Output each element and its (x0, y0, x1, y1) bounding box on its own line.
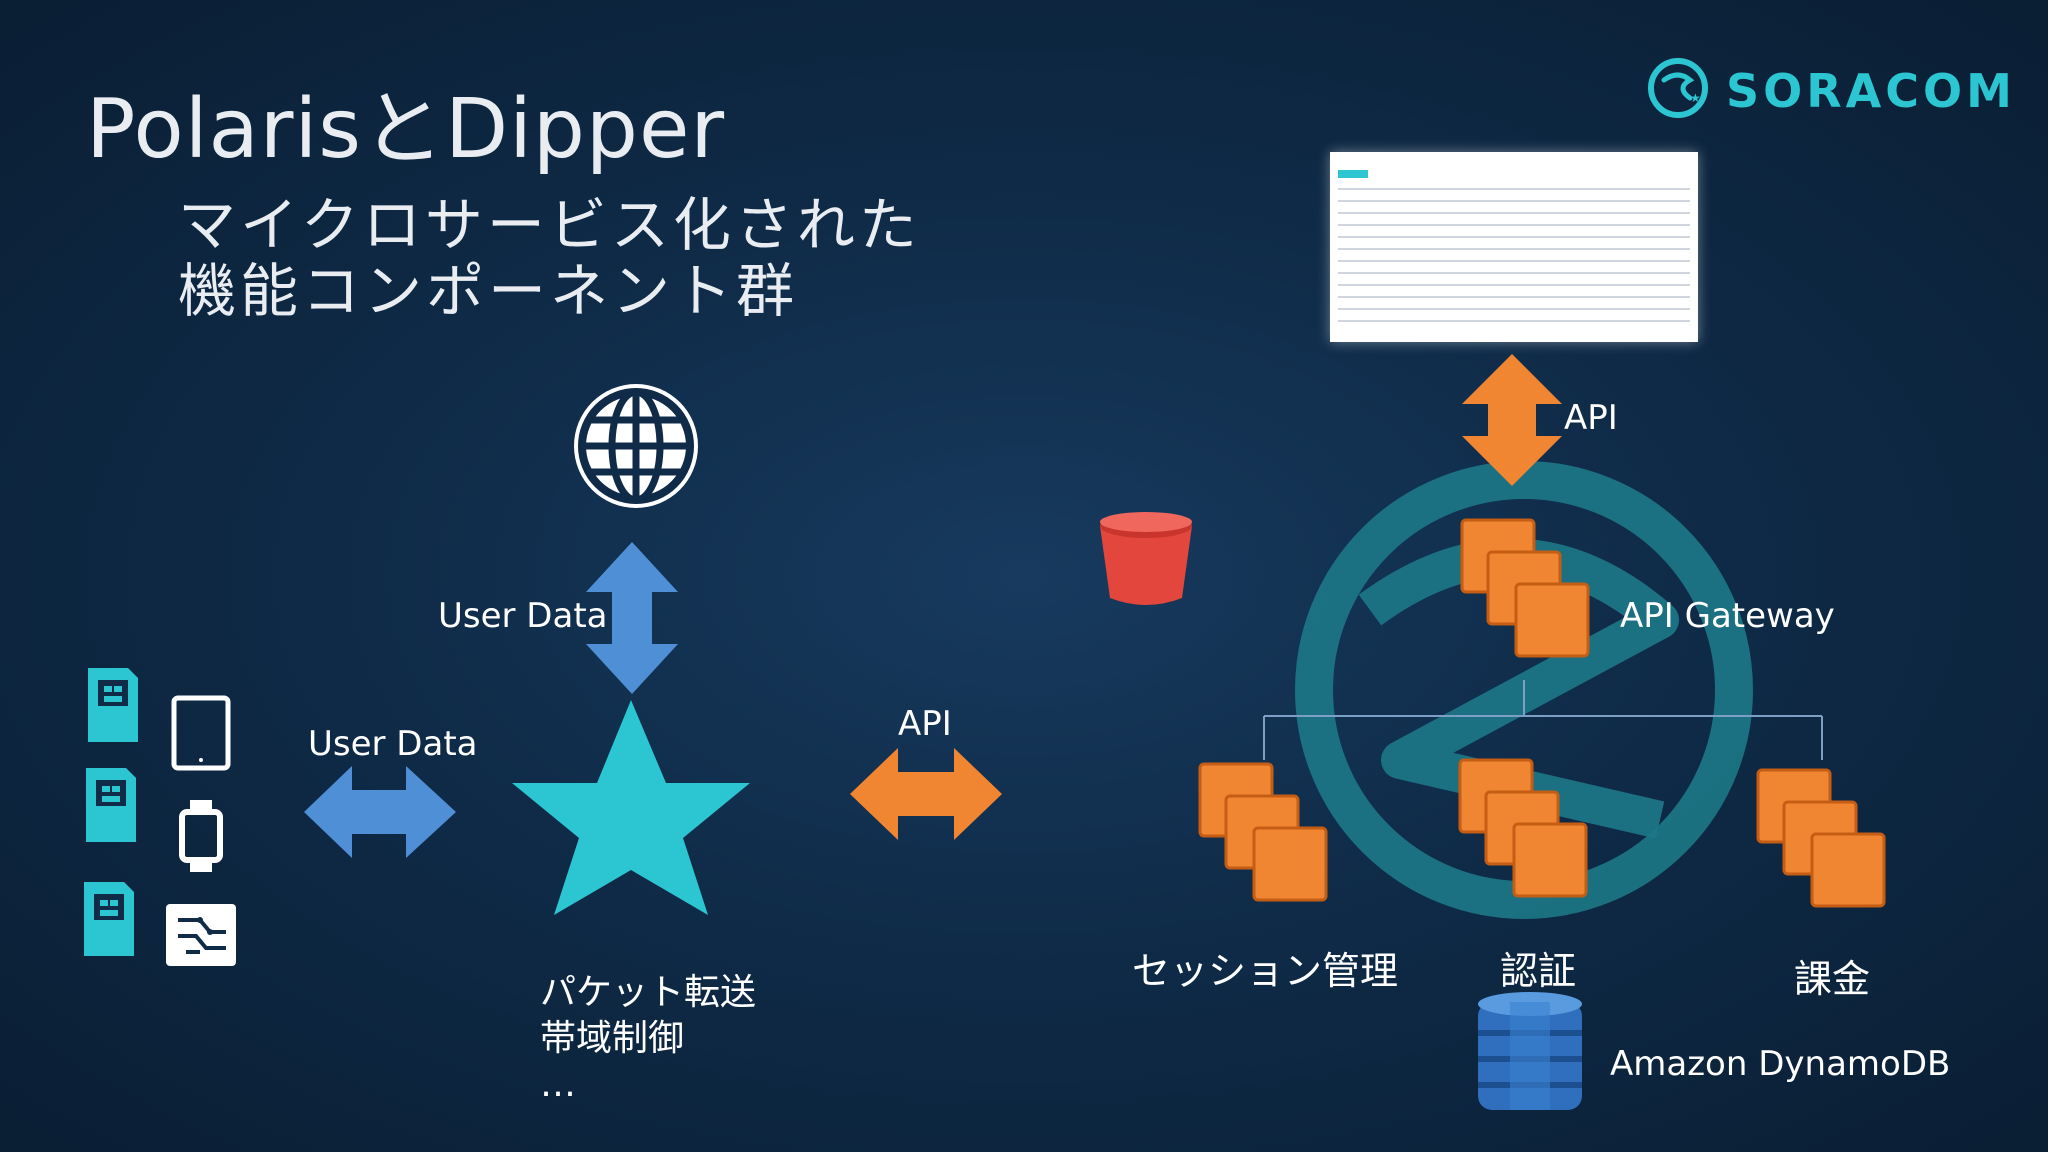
svg-text:★: ★ (1690, 91, 1701, 105)
smartwatch-icon (179, 800, 223, 872)
circuit-board-icon (166, 904, 236, 966)
logo-text: SORACOM (1726, 64, 2016, 118)
orange-horizontal-arrow (850, 748, 1002, 840)
dynamodb-icon (1478, 992, 1582, 1110)
billing-label: 課金 (1794, 957, 1871, 1001)
console-screenshot (1330, 152, 1698, 342)
api-gateway-label: API Gateway (1620, 596, 1835, 636)
star-icon (512, 700, 750, 915)
ec2-instances-session-icon (1198, 762, 1328, 902)
ec2-instances-gateway-icon (1460, 518, 1590, 658)
soracom-logo-icon: ★ (1648, 58, 1708, 118)
blue-horizontal-arrow (304, 766, 456, 858)
session-label: セッション管理 (1132, 949, 1399, 993)
tablet-icon (171, 695, 231, 771)
blue-vertical-arrow (586, 542, 678, 694)
packet-note: パケット転送 帯域制御 … (540, 970, 756, 1108)
packet-note-line-2: 帯域制御 (540, 1018, 685, 1059)
subtitle-line-1: マイクロサービス化された (178, 191, 921, 259)
slide-subtitle: マイクロサービス化された 機能コンポーネント群 (178, 192, 921, 324)
connector-lines (1263, 680, 1823, 760)
sim-card-icon-3 (84, 882, 134, 956)
subtitle-line-2: 機能コンポーネント群 (178, 257, 799, 325)
dynamodb-label: Amazon DynamoDB (1610, 1044, 1951, 1084)
user-data-top-label: User Data (438, 596, 608, 636)
sim-card-icon-2 (86, 768, 136, 842)
packet-note-line-3: … (540, 1064, 576, 1105)
ec2-instances-billing-icon (1756, 768, 1886, 908)
api-top-label: API (1564, 398, 1618, 438)
api-middle-label: API (898, 704, 952, 744)
packet-note-line-1: パケット転送 (540, 972, 757, 1013)
ec2-instances-auth-icon (1458, 758, 1588, 898)
user-data-left-label: User Data (308, 724, 478, 764)
s3-bucket-icon (1100, 512, 1192, 605)
sim-card-icon (88, 668, 138, 742)
orange-vertical-arrow (1462, 354, 1562, 486)
auth-label: 認証 (1500, 949, 1577, 993)
globe-icon (574, 384, 698, 508)
slide-title: PolarisとDipper (86, 82, 726, 177)
